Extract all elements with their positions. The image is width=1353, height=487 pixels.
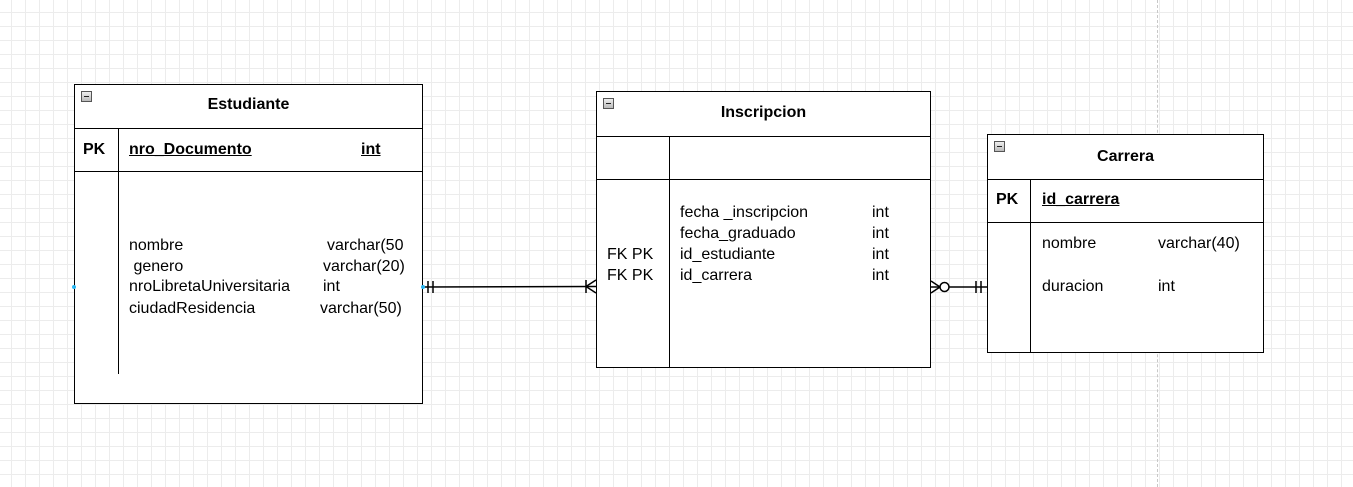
pk-field-name: nro_Documento	[129, 141, 252, 158]
collapse-icon[interactable]	[603, 98, 614, 109]
field-type: int	[1158, 278, 1175, 295]
primary-key-row	[988, 179, 1263, 223]
field-type: int	[872, 267, 889, 284]
collapse-icon[interactable]	[81, 91, 92, 102]
entity-inscripcion[interactable]: Inscripcion fecha _inscripcion int fecha…	[596, 91, 931, 368]
field-name: fecha_graduado	[680, 225, 796, 242]
field-key-label: FK PK	[607, 246, 654, 263]
entity-header: Estudiante	[75, 85, 422, 129]
field-name: genero	[129, 258, 184, 275]
field-name: ciudadResidencia	[129, 300, 256, 317]
entity-title: Inscripcion	[720, 104, 807, 121]
entity-title: Carrera	[1097, 148, 1154, 165]
entity-header: Inscripcion	[597, 92, 930, 137]
field-key-label: FK PK	[607, 267, 654, 284]
pk-label: PK	[996, 191, 1019, 208]
field-name: nombre	[129, 237, 184, 254]
field-type: varchar(50	[327, 237, 404, 254]
field-name: duracion	[1042, 278, 1104, 295]
field-type: int	[872, 246, 889, 263]
primary-key-row	[597, 136, 930, 180]
collapse-icon[interactable]	[994, 141, 1005, 152]
field-type: int	[323, 278, 340, 295]
field-name: nroLibretaUniversitaria	[129, 278, 290, 295]
field-type: varchar(20)	[323, 258, 405, 275]
relationship-inscripcion-carrera[interactable]	[930, 280, 987, 294]
entity-header: Carrera	[988, 135, 1263, 180]
field-type: int	[872, 204, 889, 221]
column-divider	[669, 136, 670, 367]
field-type: int	[872, 225, 889, 242]
pk-field-name: id_carrera	[1042, 191, 1120, 208]
primary-key-row	[75, 128, 422, 172]
field-type: varchar(50)	[320, 300, 402, 317]
pk-label: PK	[83, 141, 106, 158]
connection-point-icon	[72, 285, 76, 289]
entity-estudiante[interactable]: Estudiante PK nro_Documento int nombre v…	[74, 84, 423, 404]
field-name: nombre	[1042, 235, 1097, 252]
relationship-estudiante-inscripcion[interactable]	[422, 279, 597, 294]
pk-field-type: int	[361, 141, 381, 158]
entity-carrera[interactable]: Carrera PK id_carrera nombre varchar(40)…	[987, 134, 1264, 353]
field-name: fecha _inscripcion	[680, 204, 809, 221]
connection-point-icon	[421, 285, 425, 289]
column-divider	[1030, 179, 1031, 352]
field-type: varchar(40)	[1158, 235, 1240, 252]
field-name: id_estudiante	[680, 246, 776, 263]
field-name: id_carrera	[680, 267, 753, 284]
entity-title: Estudiante	[207, 96, 290, 113]
column-divider	[118, 128, 119, 374]
